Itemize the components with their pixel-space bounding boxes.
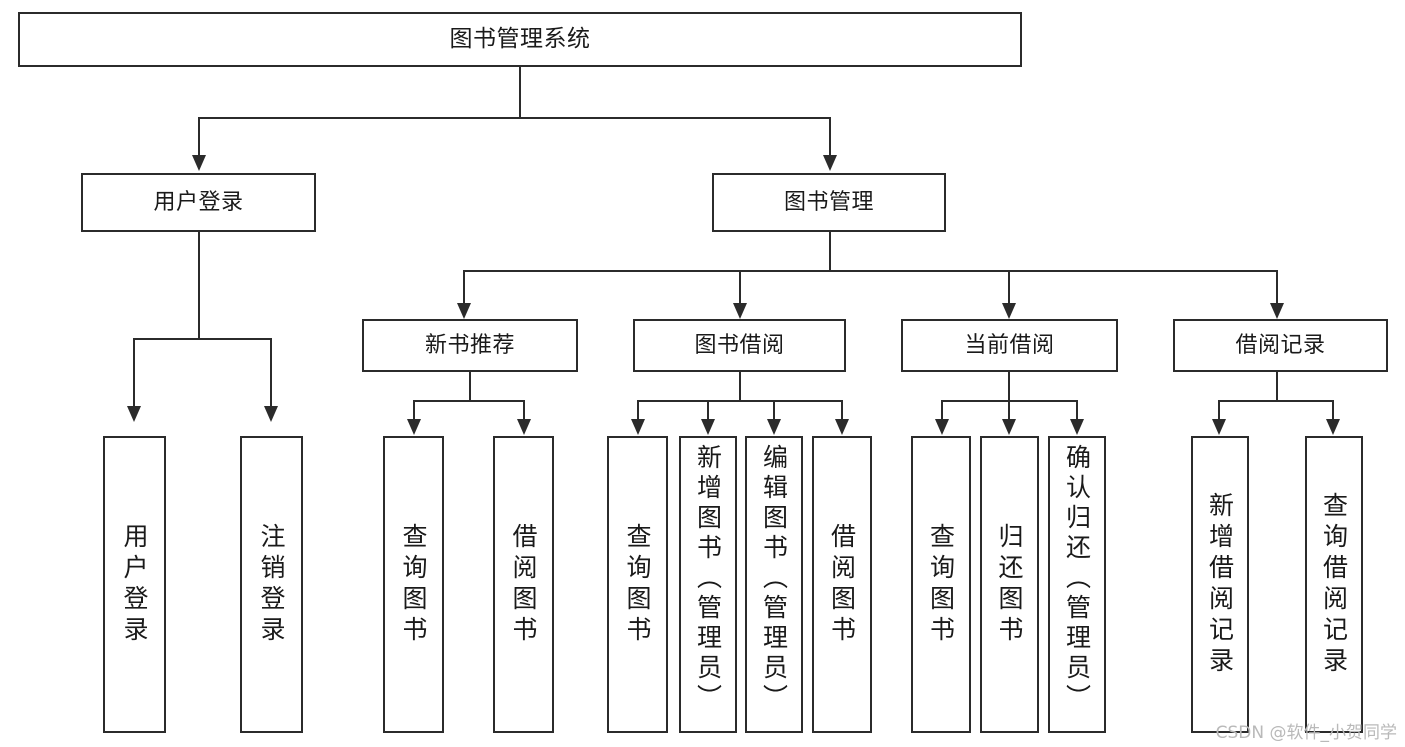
arrowhead-leaf-cb-3 (1070, 419, 1084, 435)
leaf-label: 用户登录 (120, 522, 149, 647)
node-label: 图书借阅 (694, 332, 785, 358)
leaf-label: 借阅图书 (509, 522, 538, 647)
connector-current-borrow-stem (1008, 372, 1010, 402)
arrowhead-borrow-record (1270, 303, 1284, 319)
leaf-cb-return-book[interactable]: 归还图书 (980, 436, 1039, 733)
connector-book-borrow-stem (739, 372, 741, 402)
connector-new-book-bus (414, 400, 524, 402)
connector-book-management-stem (829, 232, 831, 272)
leaf-label: 借阅图书 (827, 522, 857, 647)
connector-drop-leaf-bb-1 (637, 400, 639, 422)
leaf-label: 查询借阅记录 (1319, 491, 1349, 678)
arrowhead-current-borrow (1002, 303, 1016, 319)
connector-root-bus (199, 117, 831, 119)
connector-drop-new-book (463, 270, 465, 305)
arrowhead-leaf-cb-1 (935, 419, 949, 435)
node-label: 当前借阅 (964, 332, 1055, 358)
connector-user-login-bus (134, 338, 271, 340)
connector-drop-leaf-bb-2 (707, 400, 709, 422)
connector-drop-leaf-nb-1 (413, 400, 415, 422)
leaf-label: 查询图书 (623, 522, 652, 647)
connector-drop-leaf-bb-4 (841, 400, 843, 422)
leaf-bb-edit-book[interactable]: 编辑图书（管理员） (745, 436, 803, 733)
leaf-label: 查询图书 (926, 522, 956, 647)
node-book-borrow[interactable]: 图书借阅 (633, 319, 846, 372)
node-label: 用户登录 (153, 189, 244, 215)
arrowhead-leaf-nb-1 (407, 419, 421, 435)
connector-drop-leaf-nb-2 (523, 400, 525, 422)
watermark: CSDN @软件_小贺同学 (1215, 723, 1397, 743)
arrowhead-leaf-logout (264, 406, 278, 422)
leaf-bb-add-book[interactable]: 新增图书（管理员） (679, 436, 737, 733)
arrowhead-leaf-bb-1 (631, 419, 645, 435)
connector-book-borrow-bus (638, 400, 843, 402)
leaf-label: 归还图书 (995, 522, 1024, 647)
connector-drop-leaf-cb-2 (1008, 400, 1010, 422)
node-book-management[interactable]: 图书管理 (712, 173, 946, 232)
leaf-cb-confirm-return[interactable]: 确认归还（管理员） (1048, 436, 1106, 733)
leaf-nb-query-book[interactable]: 查询图书 (383, 436, 444, 733)
node-label: 图书管理 (783, 189, 874, 215)
arrowhead-leaf-cb-2 (1002, 419, 1016, 435)
arrowhead-leaf-br-2 (1326, 419, 1340, 435)
connector-drop-leaf-bb-3 (773, 400, 775, 422)
connector-drop-leaf-logout (270, 338, 272, 408)
arrowhead-book-management (823, 155, 837, 171)
connector-drop-leaf-user-login (133, 338, 135, 408)
leaf-label: 新增借阅记录 (1205, 491, 1235, 678)
arrowhead-leaf-br-1 (1212, 419, 1226, 435)
connector-drop-leaf-cb-1 (941, 400, 943, 422)
leaf-nb-borrow-book[interactable]: 借阅图书 (493, 436, 554, 733)
connector-new-book-stem (469, 372, 471, 402)
connector-drop-book-management (829, 117, 831, 157)
connector-drop-leaf-cb-3 (1076, 400, 1078, 422)
node-label: 借阅记录 (1235, 332, 1326, 358)
arrowhead-leaf-bb-2 (701, 419, 715, 435)
arrowhead-leaf-bb-4 (835, 419, 849, 435)
leaf-label: 注销登录 (257, 522, 286, 647)
leaf-br-add-record[interactable]: 新增借阅记录 (1191, 436, 1249, 733)
leaf-label: 编辑图书（管理员） (759, 444, 789, 714)
leaf-br-query-record[interactable]: 查询借阅记录 (1305, 436, 1363, 733)
connector-root-stem (519, 67, 521, 118)
node-label: 新书推荐 (424, 332, 515, 358)
node-current-borrow[interactable]: 当前借阅 (901, 319, 1118, 372)
leaf-logout[interactable]: 注销登录 (240, 436, 303, 733)
node-borrow-record[interactable]: 借阅记录 (1173, 319, 1388, 372)
connector-drop-borrow-record (1276, 270, 1278, 305)
connector-drop-current-borrow (1008, 270, 1010, 305)
connector-user-login-stem (198, 232, 200, 340)
leaf-bb-query-book[interactable]: 查询图书 (607, 436, 668, 733)
leaf-bb-borrow-book[interactable]: 借阅图书 (812, 436, 872, 733)
connector-drop-leaf-br-1 (1218, 400, 1220, 422)
connector-drop-book-borrow (739, 270, 741, 305)
node-user-login[interactable]: 用户登录 (81, 173, 316, 232)
connector-level3-bus (464, 270, 1277, 272)
arrowhead-leaf-nb-2 (517, 419, 531, 435)
arrowhead-new-book (457, 303, 471, 319)
leaf-label: 新增图书（管理员） (693, 444, 723, 714)
connector-drop-leaf-br-2 (1332, 400, 1334, 422)
connector-drop-user-login (198, 117, 200, 157)
arrowhead-leaf-user-login (127, 406, 141, 422)
leaf-label: 确认归还（管理员） (1062, 444, 1092, 714)
connector-borrow-record-stem (1276, 372, 1278, 402)
node-book-management-system[interactable]: 图书管理系统 (18, 12, 1022, 67)
arrowhead-book-borrow (733, 303, 747, 319)
connector-borrow-record-bus (1219, 400, 1333, 402)
leaf-label: 查询图书 (399, 522, 428, 647)
leaf-user-login[interactable]: 用户登录 (103, 436, 166, 733)
arrowhead-leaf-bb-3 (767, 419, 781, 435)
arrowhead-user-login (192, 155, 206, 171)
node-new-book-recommend[interactable]: 新书推荐 (362, 319, 578, 372)
leaf-cb-query-book[interactable]: 查询图书 (911, 436, 971, 733)
node-label: 图书管理系统 (449, 25, 591, 52)
